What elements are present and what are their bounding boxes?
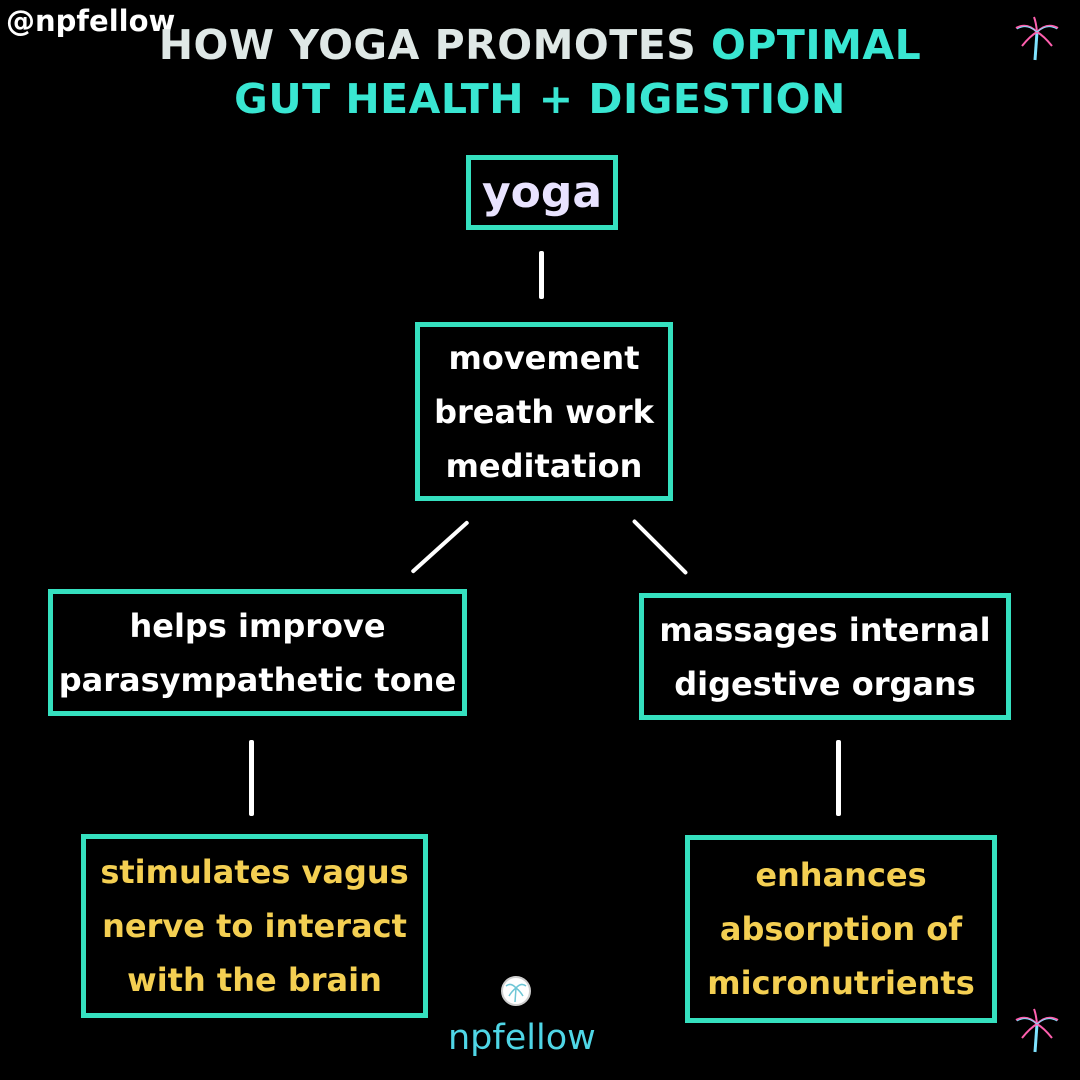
right-effect-line: massages internal	[659, 610, 991, 649]
left-effect-line: parasympathetic tone	[58, 660, 457, 699]
node-left-outcome: stimulates vagus nerve to interact with …	[81, 834, 428, 1018]
right-outcome-line: enhances	[755, 856, 927, 894]
palm-logo-icon	[501, 976, 531, 1006]
connector-practices-left	[410, 520, 470, 574]
node-right-effect: massages internal digestive organs	[639, 593, 1011, 720]
title-line-1-teal: OPTIMAL	[711, 21, 922, 69]
connector-practices-right	[631, 518, 689, 576]
practice-item: movement	[448, 338, 640, 377]
left-outcome-line: stimulates vagus	[100, 853, 409, 891]
right-outcome-line: absorption of	[719, 910, 963, 948]
title-line-2: GUT HEALTH + DIGESTION	[234, 75, 846, 123]
page-title: HOW YOGA PROMOTES OPTIMAL GUT HEALTH + D…	[0, 18, 1080, 126]
node-yoga-label: yoga	[481, 166, 603, 218]
left-outcome-line: nerve to interact	[102, 907, 407, 945]
connector-right-effect-outcome	[836, 740, 841, 816]
connector-left-effect-outcome	[249, 740, 254, 816]
connector-yoga-practices	[539, 251, 544, 299]
node-right-outcome: enhances absorption of micronutrients	[685, 835, 997, 1023]
right-outcome-line: micronutrients	[707, 964, 975, 1002]
node-left-effect: helps improve parasympathetic tone	[48, 589, 467, 716]
palm-tree-icon	[1015, 1008, 1059, 1053]
brand-name: npfellow	[448, 1018, 596, 1058]
practice-item: breath work	[434, 392, 654, 431]
node-practices: movement breath work meditation	[415, 322, 673, 501]
left-outcome-line: with the brain	[127, 961, 382, 999]
palm-tree-icon	[1015, 16, 1059, 61]
right-effect-line: digestive organs	[674, 664, 976, 703]
title-line-1: HOW YOGA PROMOTES OPTIMAL	[0, 18, 1080, 72]
handle-text: @npfellow	[6, 4, 176, 38]
practice-item: meditation	[445, 446, 643, 485]
title-line-1-white: HOW YOGA PROMOTES	[158, 21, 711, 69]
node-yoga: yoga	[466, 155, 618, 230]
left-effect-line: helps improve	[129, 606, 386, 645]
